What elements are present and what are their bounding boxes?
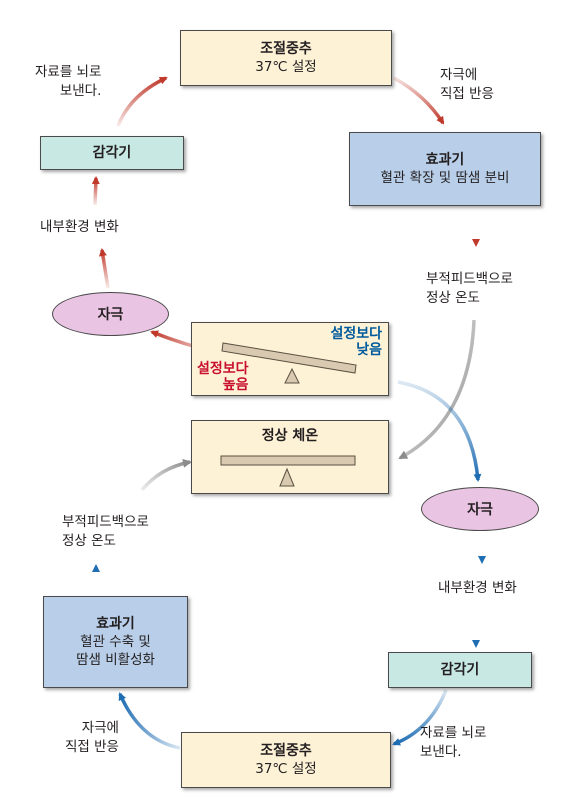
stimulus-label: 자극 — [97, 307, 124, 323]
effector-subtitle: 혈관 확장 및 땀샘 분비 — [380, 170, 510, 186]
arrow-feedback-to-normal-bottom — [140, 458, 192, 492]
arrow-stimulus-to-change — [98, 248, 110, 289]
arrow-center-to-effector-bottom — [118, 692, 181, 750]
effector-top: 효과기 혈관 확장 및 땀샘 분비 — [349, 132, 541, 206]
control-center-subtitle: 37℃ 설정 — [255, 59, 317, 75]
control-center-title-bottom: 조절중추 — [260, 743, 312, 759]
sensor-title-bottom: 감각기 — [440, 662, 480, 678]
label-send-to-brain-top: 자료를 뇌로 보낸다. — [35, 64, 102, 99]
label-negative-feedback-bottom: 부적피드백으로 정상 온도 — [62, 514, 149, 549]
arrow-center-to-effector — [393, 76, 445, 125]
arrow-balance-to-stimulus-bottom — [397, 380, 482, 482]
sensor-bottom: 감각기 — [388, 652, 532, 688]
label-direct-response-top: 자극에 직접 반응 — [440, 67, 494, 102]
effector-title-bottom: 효과기 — [96, 616, 135, 632]
balance-scale-level — [220, 455, 356, 487]
control-center-bottom: 조절중추 37℃ 설정 — [181, 732, 391, 788]
balance-scale-tilted — [221, 342, 357, 384]
control-center-top: 조절중추 37℃ 설정 — [180, 30, 392, 86]
sensor-top: 감각기 — [40, 136, 184, 170]
lower-than-set-label: 설정보다 낮음 — [330, 326, 382, 358]
arrow-change-to-sensor — [91, 176, 100, 206]
label-negative-feedback-top: 부적피드백으로 정상 온도 — [426, 271, 513, 306]
normal-body-temp-title: 정상 체온 — [261, 428, 319, 444]
label-direct-response-bottom: 자극에 직접 반응 — [65, 720, 119, 755]
balance-panel: 설정보다 높음 설정보다 낮음 — [191, 322, 389, 396]
higher-than-set-label: 설정보다 높음 — [197, 361, 249, 393]
control-center-title: 조절중추 — [260, 41, 312, 57]
arrow-sensor-to-center-bottom — [392, 689, 448, 746]
effector-bottom: 효과기 혈관 수축 및 땀샘 비활성화 — [43, 596, 188, 688]
stimulus-top: 자극 — [52, 292, 169, 336]
stimulus-bottom: 자극 — [421, 487, 539, 531]
normal-body-temp-panel: 정상 체온 — [191, 420, 389, 494]
arrow-feedback-to-normal — [398, 319, 476, 460]
arrow-sensor-to-center — [116, 76, 168, 127]
label-internal-change-top: 내부환경 변화 — [40, 219, 119, 235]
label-send-to-brain-bottom: 자료를 뇌로 보낸다. — [420, 725, 487, 760]
stimulus-label-bottom: 자극 — [467, 502, 493, 518]
sensor-title: 감각기 — [92, 145, 132, 161]
effector-title: 효과기 — [425, 152, 465, 168]
label-internal-change-bottom: 내부환경 변화 — [438, 580, 517, 596]
control-center-subtitle-bottom: 37℃ 설정 — [255, 761, 317, 777]
effector-subtitle-bottom: 혈관 수축 및 땀샘 비활성화 — [76, 634, 155, 668]
